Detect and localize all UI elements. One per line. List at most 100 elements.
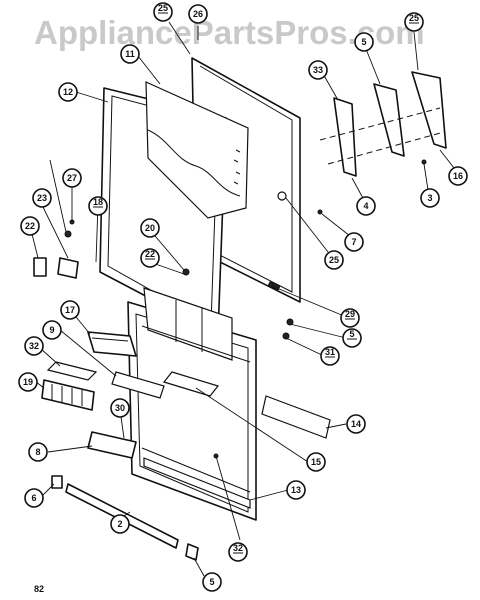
leader-2 — [123, 511, 131, 517]
callout-label: 33 — [313, 65, 323, 75]
callout-circle — [110, 398, 130, 418]
shelf-32 — [46, 361, 98, 381]
callout-circle — [28, 442, 48, 462]
callout-circle — [60, 300, 80, 320]
callout-label: 22 — [25, 221, 35, 231]
hinge-axis-line-1 — [319, 107, 441, 141]
callout-circle — [24, 336, 44, 356]
callout-circle — [62, 168, 82, 188]
callout-label: 17 — [65, 305, 75, 315]
callout-label: 23 — [37, 193, 47, 203]
callout-circle — [420, 188, 440, 208]
callout-circle — [228, 542, 248, 562]
screw-29 — [286, 318, 294, 326]
callout-label: 25 — [409, 13, 419, 23]
leader-20 — [149, 229, 185, 271]
callout-label: 12 — [63, 87, 73, 97]
callout-c26: 26 — [188, 4, 208, 24]
callout-circle — [153, 2, 173, 22]
callout-c29: 29 — [340, 308, 360, 328]
callout-circle — [346, 414, 366, 434]
callout-circle — [404, 12, 424, 32]
clip-6 — [51, 475, 63, 489]
part-23 — [57, 257, 79, 279]
part-25 — [64, 230, 72, 238]
freezer-liner-block — [145, 81, 249, 219]
callout-c14: 14 — [346, 414, 366, 434]
callout-c20: 20 — [140, 218, 160, 238]
callout-circle — [42, 320, 62, 340]
callout-label: 4 — [363, 201, 368, 211]
callout-label: 5 — [349, 329, 354, 339]
butter-bin-17-rim — [91, 337, 129, 342]
callout-c15: 15 — [306, 452, 326, 472]
page-number: 82 — [34, 584, 44, 594]
callout-circle — [140, 248, 160, 268]
callout-c25top: 25 — [153, 2, 173, 22]
leader-31 — [285, 337, 325, 357]
callout-circle — [340, 308, 360, 328]
callout-c11: 11 — [120, 44, 140, 64]
callout-label: 18 — [93, 197, 103, 207]
part-22 — [33, 257, 47, 277]
leader-16 — [439, 149, 455, 169]
leader-7 — [321, 213, 351, 237]
callout-c4: 4 — [356, 196, 376, 216]
callout-label: 26 — [193, 9, 203, 19]
callout-circle — [18, 372, 38, 392]
screw-20 — [182, 268, 190, 276]
callout-c9: 9 — [42, 320, 62, 340]
leader-25 — [49, 159, 67, 233]
callout-c8: 8 — [28, 442, 48, 462]
leader-32 — [39, 347, 61, 367]
door-bottom-trim — [143, 457, 251, 509]
callout-circle — [32, 188, 52, 208]
leader-9 — [59, 329, 117, 377]
callout-label: 25 — [329, 255, 339, 265]
leader-25top — [168, 21, 191, 55]
freezer-door-hinge-hole — [277, 191, 287, 201]
fresh-food-door-liner — [143, 287, 233, 361]
callout-circle — [58, 82, 78, 102]
leader-11 — [137, 55, 161, 85]
callout-circle — [320, 346, 340, 366]
callout-circle — [20, 216, 40, 236]
clip-5-bottom — [185, 543, 199, 561]
callout-circle — [306, 452, 326, 472]
callout-label: 32 — [233, 543, 243, 553]
leader-23 — [41, 204, 69, 259]
callout-c5top: 5 — [354, 32, 374, 52]
callout-c5bot: 5 — [202, 572, 222, 592]
callout-circle — [354, 32, 374, 52]
shelf-bar-9 — [111, 371, 165, 399]
callout-c18frac: 18 — [88, 196, 108, 216]
callout-c5mid: 5 — [342, 328, 362, 348]
leader-32b — [215, 455, 241, 541]
leader-6 — [41, 483, 55, 497]
leader-14 — [325, 423, 347, 429]
callout-c19: 19 — [18, 372, 38, 392]
callout-label: 22 — [145, 249, 155, 259]
egg-tray-19-cups — [51, 384, 83, 406]
callout-c23: 23 — [32, 188, 52, 208]
leader-5mid — [289, 323, 347, 339]
door-strip-14 — [261, 395, 331, 439]
callout-c13: 13 — [286, 480, 306, 500]
hinge-screw-3 — [421, 159, 427, 165]
callout-label: 2 — [117, 519, 122, 529]
freezer-liner-wave — [147, 129, 241, 197]
egg-tray-19 — [41, 379, 95, 411]
hinge-bracket-16 — [411, 71, 447, 149]
leader-4 — [351, 177, 365, 201]
callout-c30: 30 — [110, 398, 130, 418]
shelf-bracket-8 — [87, 431, 137, 459]
callout-label: 3 — [427, 193, 432, 203]
butter-bin-17 — [87, 331, 137, 357]
leader-25a — [285, 197, 329, 253]
callout-label: 25 — [158, 3, 168, 13]
callout-label: 30 — [115, 403, 125, 413]
leader-13 — [249, 489, 289, 501]
callout-c32a: 32 — [228, 542, 248, 562]
callout-circle — [120, 44, 140, 64]
